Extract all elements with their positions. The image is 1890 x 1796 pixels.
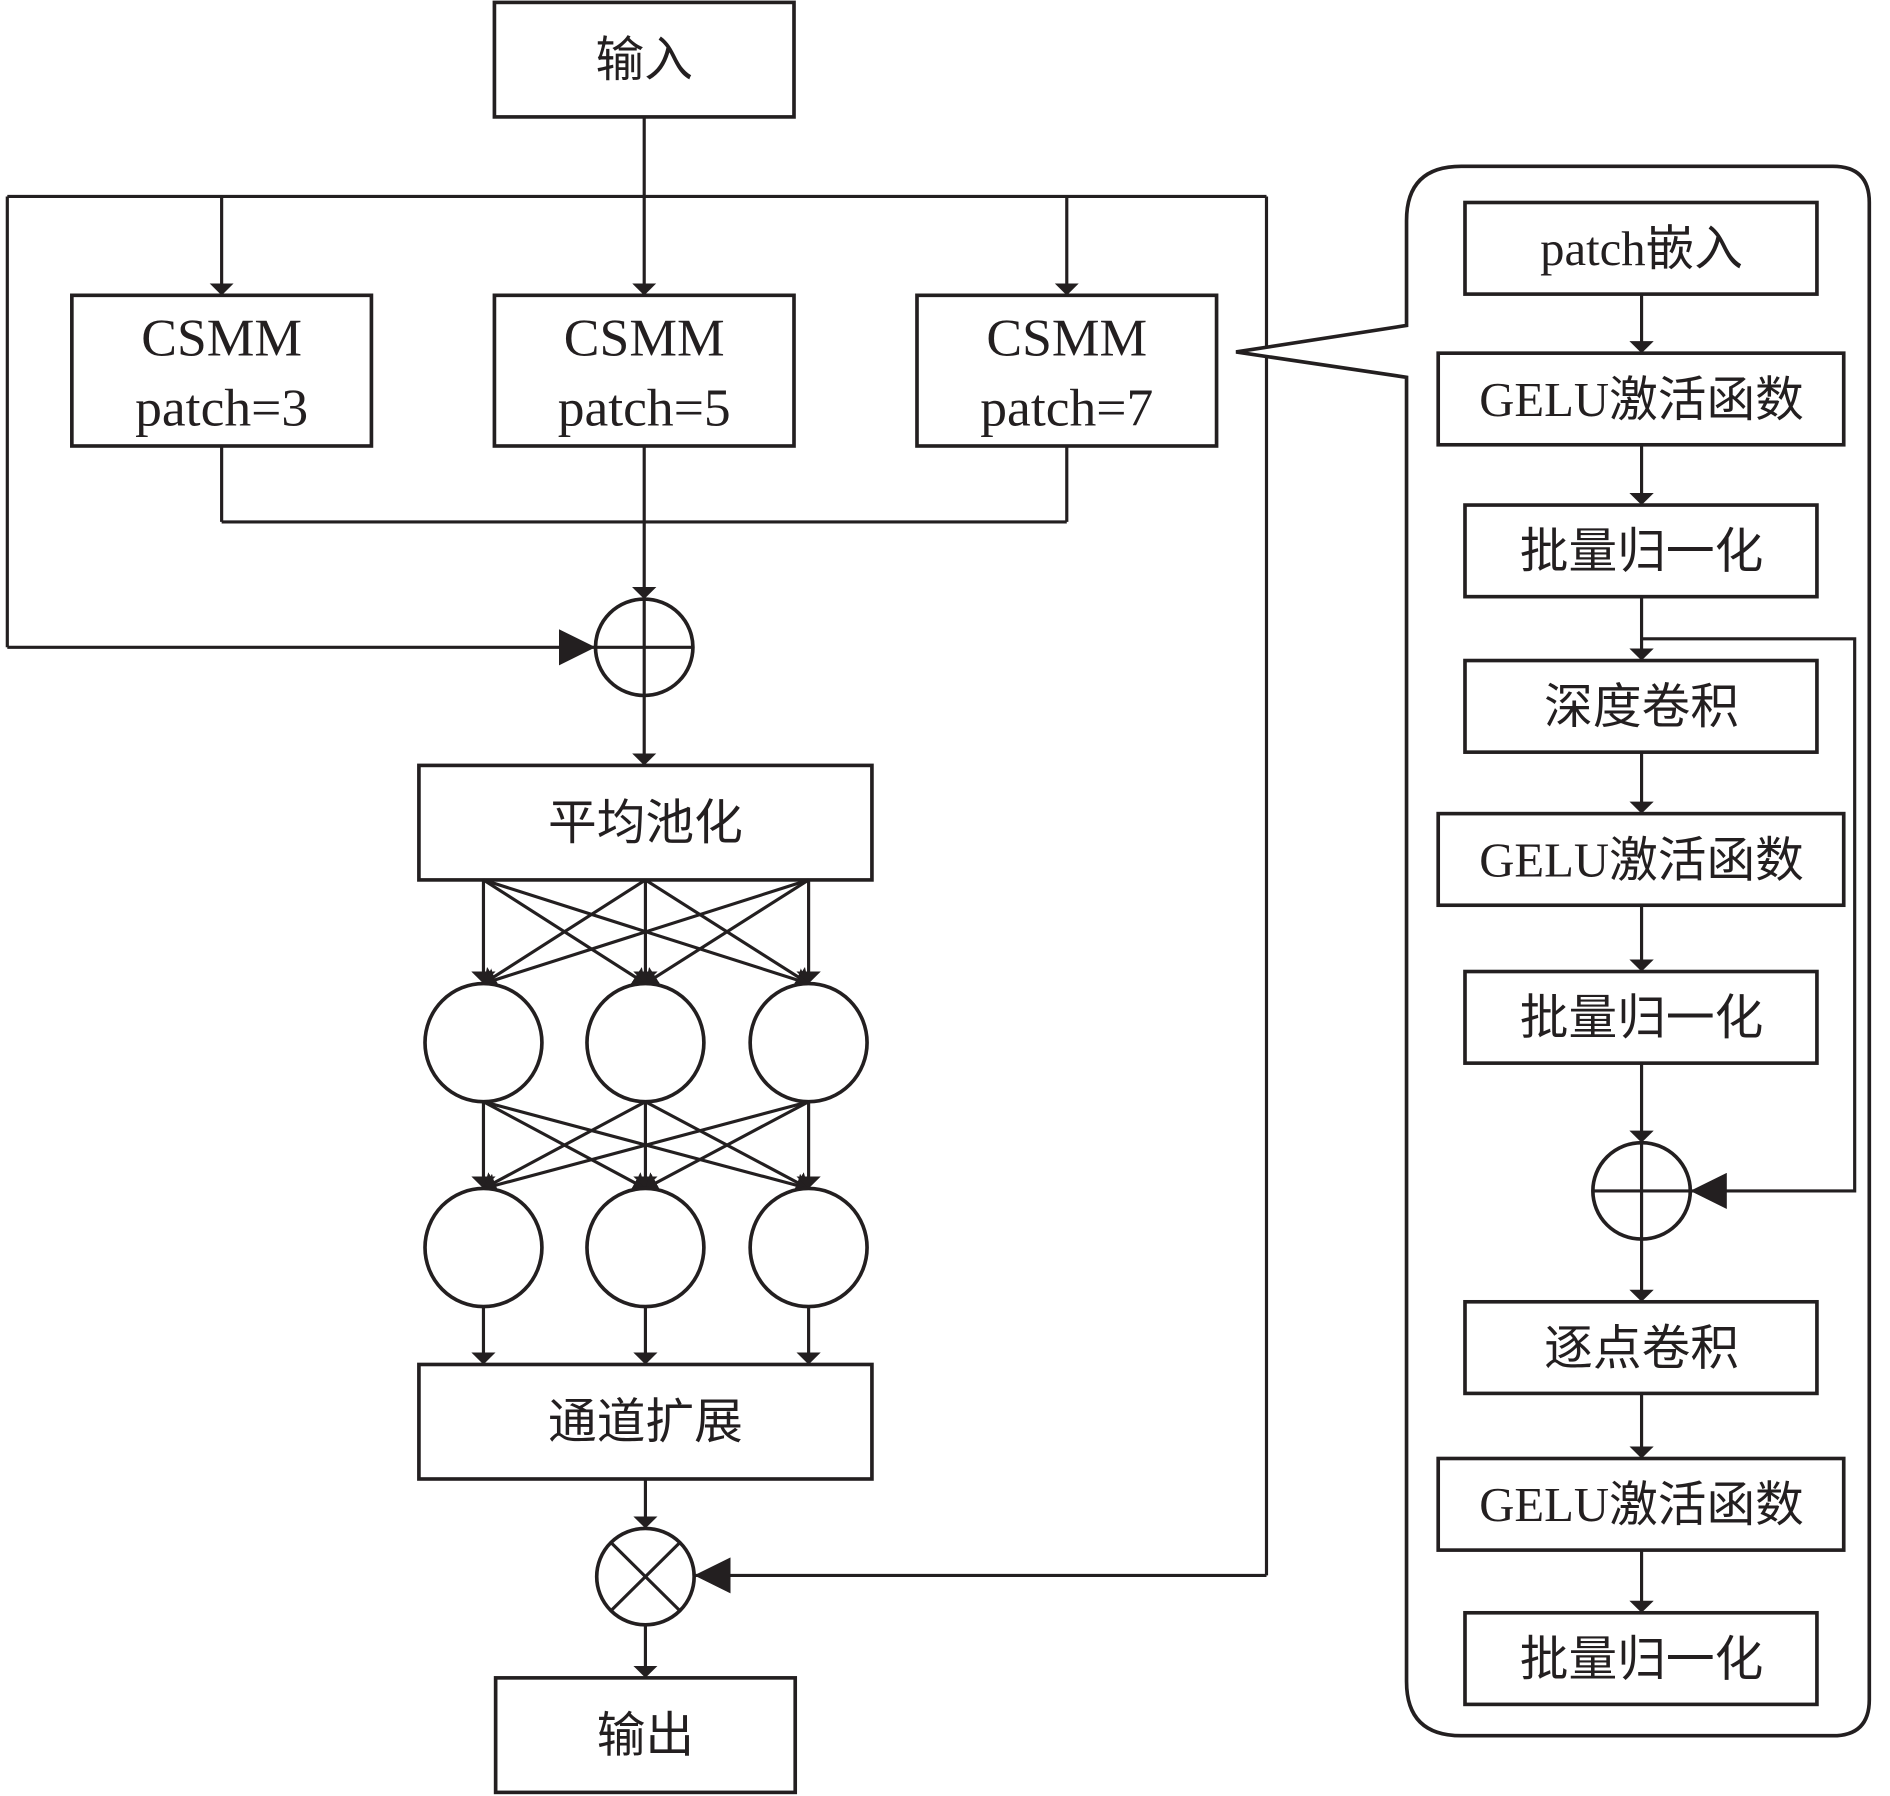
mlp-connections-layer2 — [471, 1100, 821, 1197]
detail-step-label: 深度卷积 — [1544, 681, 1739, 734]
detail-step-label: 逐点卷积 — [1544, 1323, 1739, 1376]
csmm-title: CSMM — [564, 308, 725, 368]
detail-step: GELU激活函数 — [1436, 811, 1846, 908]
channel-expand-label: 通道扩展 — [548, 1394, 743, 1450]
detail-residual-line — [1641, 637, 1857, 1209]
channel-expand-node: 通道扩展 — [417, 1362, 874, 1481]
mlp-edge — [483, 1100, 810, 1197]
detail-step-label: GELU激活函数 — [1479, 835, 1804, 888]
neuron — [423, 1186, 544, 1309]
mlp-edge — [482, 878, 810, 992]
output-label: 输出 — [597, 1708, 694, 1764]
neuron — [585, 1186, 706, 1309]
sum-node-icon — [593, 597, 695, 698]
csmm-title: CSMM — [986, 308, 1147, 368]
detail-step: patch嵌入 — [1463, 200, 1819, 296]
detail-step: 批量归一化 — [1463, 503, 1819, 599]
neuron — [748, 1186, 869, 1309]
detail-step-label: GELU激活函数 — [1479, 1479, 1804, 1532]
csmm-param: patch=7 — [980, 378, 1153, 438]
mlp-layer-2 — [423, 1186, 869, 1309]
detail-step-label: 批量归一化 — [1520, 526, 1764, 579]
neuron — [748, 981, 869, 1104]
detail-step: 批量归一化 — [1463, 1610, 1819, 1707]
neuron — [423, 981, 544, 1104]
csmm-block-patch7: CSMM patch=7 — [915, 293, 1219, 448]
detail-step-label: GELU激活函数 — [1479, 374, 1804, 427]
input-label: 输入 — [596, 32, 693, 88]
mlp-edge — [644, 878, 810, 988]
detail-step: GELU激活函数 — [1436, 1456, 1846, 1552]
detail-step: 批量归一化 — [1463, 969, 1819, 1065]
input-node: 输入 — [492, 0, 796, 119]
csmm-title: CSMM — [141, 308, 302, 368]
avg-pool-node: 平均池化 — [417, 763, 874, 882]
output-node: 输出 — [493, 1676, 798, 1795]
mlp-connections-layer1 — [471, 878, 821, 992]
detail-step-label: patch嵌入 — [1540, 223, 1743, 276]
detail-step-label: 批量归一化 — [1520, 1634, 1764, 1687]
mlp-edge — [482, 1100, 647, 1194]
detail-steps: patch嵌入GELU激活函数批量归一化深度卷积GELU激活函数批量归一化逐点卷… — [1436, 200, 1846, 1707]
neuron — [585, 981, 706, 1104]
csmm-block-patch5: CSMM patch=5 — [492, 293, 796, 448]
csmm-param: patch=3 — [135, 378, 308, 438]
mlp-layer-1 — [423, 981, 869, 1104]
csmm-param: patch=5 — [558, 378, 731, 438]
detail-step: 逐点卷积 — [1463, 1299, 1819, 1396]
detail-sum-node-icon — [1591, 1140, 1693, 1241]
detail-step: 深度卷积 — [1463, 658, 1819, 754]
multiply-node-icon — [594, 1526, 696, 1627]
avg-pool-label: 平均池化 — [548, 795, 743, 851]
mlp-edge — [482, 878, 647, 988]
csmm-block-patch3: CSMM patch=3 — [70, 293, 374, 448]
detail-step: GELU激活函数 — [1436, 351, 1846, 447]
mlp-edge — [644, 1100, 810, 1194]
detail-step-label: 批量归一化 — [1520, 992, 1764, 1045]
